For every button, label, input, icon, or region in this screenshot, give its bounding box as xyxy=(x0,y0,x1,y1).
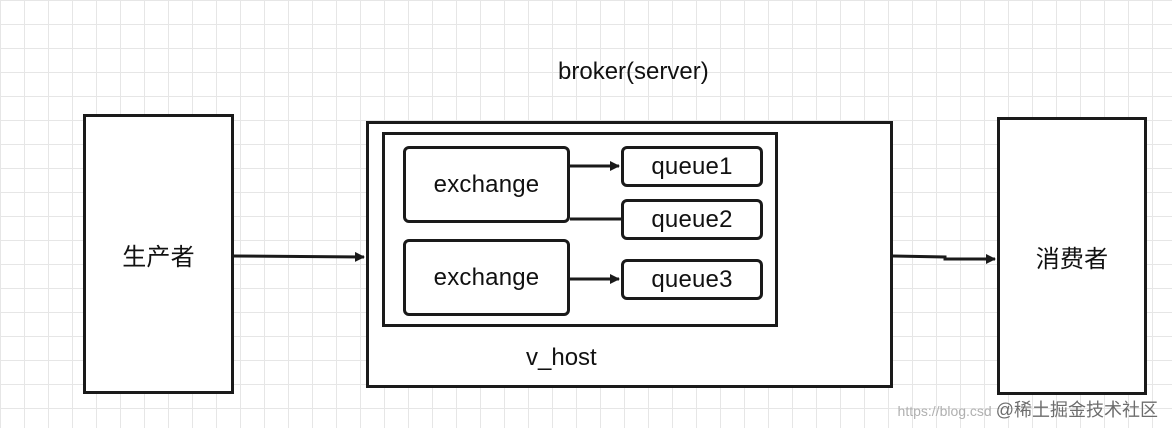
exchange-box-1: exchange xyxy=(403,146,570,223)
queue-label-2: queue2 xyxy=(651,205,733,233)
exchange-label-2: exchange xyxy=(433,263,540,291)
vhost-label: v_host xyxy=(526,344,597,371)
producer-label: 生产者 xyxy=(122,243,195,271)
queue-label-1: queue1 xyxy=(651,152,733,180)
watermark-url: https://blog.csd xyxy=(897,403,992,419)
arrow-producer-to-broker xyxy=(233,251,365,262)
consumer-label: 消费者 xyxy=(1035,245,1109,273)
queue-box-2: queue2 xyxy=(621,199,763,240)
watermark-site: @稀土掘金技术社区 xyxy=(995,400,1158,420)
queue-box-1: queue1 xyxy=(621,146,763,187)
queue-label-3: queue3 xyxy=(651,265,733,293)
producer-box: 生产者 xyxy=(83,114,234,394)
queue-box-3: queue3 xyxy=(621,259,763,300)
consumer-box: 消费者 xyxy=(997,117,1147,395)
watermark: https://blog.csd@稀土掘金技术社区 xyxy=(898,396,1158,422)
arrow-broker-to-consumer xyxy=(892,254,996,264)
exchange-label-1: exchange xyxy=(433,170,540,198)
exchange-box-2: exchange xyxy=(403,239,570,316)
broker-label: broker(server) xyxy=(558,58,709,85)
